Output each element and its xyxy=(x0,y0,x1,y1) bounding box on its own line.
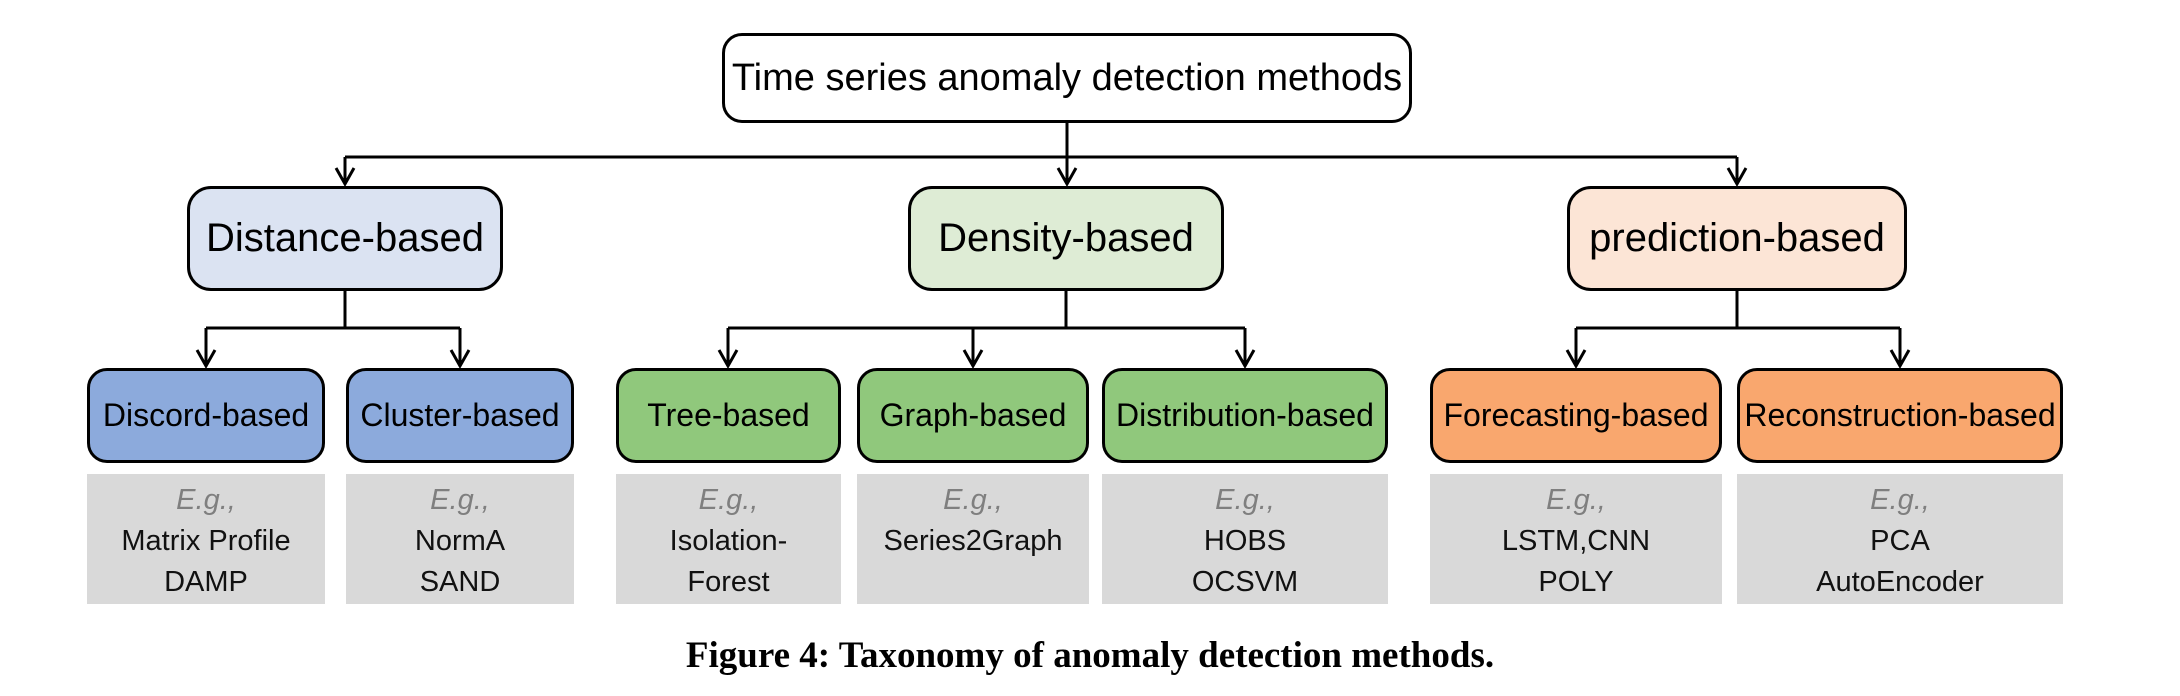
example-item: Matrix Profile xyxy=(121,525,291,557)
node-prediction-based: prediction-based xyxy=(1567,186,1907,291)
examples-reconstruction-based: E.g., PCA AutoEncoder xyxy=(1737,474,2063,604)
node-root: Time series anomaly detection methods xyxy=(722,33,1412,123)
arrowhead-icon xyxy=(1565,349,1587,370)
node-cluster-based: Cluster-based xyxy=(346,368,574,463)
node-label: Density-based xyxy=(938,216,1194,260)
node-label: Tree-based xyxy=(647,397,810,433)
node-forecasting-based: Forecasting-based xyxy=(1430,368,1722,463)
example-item: OCSVM xyxy=(1191,566,1299,598)
examples-distribution-based: E.g., HOBS OCSVM xyxy=(1102,474,1388,604)
arrowhead-icon xyxy=(962,349,984,370)
eg-label: E.g., xyxy=(430,484,490,516)
examples-discord-based: E.g., Matrix Profile DAMP xyxy=(87,474,325,604)
node-label: Reconstruction-based xyxy=(1744,397,2056,433)
example-item: Isolation- xyxy=(669,525,788,557)
node-distance-based: Distance-based xyxy=(187,186,503,291)
example-item: POLY xyxy=(1538,566,1614,598)
examples-graph-based: E.g., Series2Graph xyxy=(857,474,1089,604)
arrowhead-icon xyxy=(1056,167,1078,188)
node-root-label: Time series anomaly detection methods xyxy=(731,56,1403,99)
node-density-based: Density-based xyxy=(908,186,1224,291)
node-label: Distance-based xyxy=(206,216,484,260)
examples-forecasting-based: E.g., LSTM,CNN POLY xyxy=(1430,474,1722,604)
arrowhead-icon xyxy=(334,167,356,188)
eg-label: E.g., xyxy=(1546,484,1606,516)
node-label: Graph-based xyxy=(879,397,1067,433)
node-discord-based: Discord-based xyxy=(87,368,325,463)
example-item: HOBS xyxy=(1203,525,1287,557)
eg-label: E.g., xyxy=(1215,484,1275,516)
example-item: PCA xyxy=(1870,525,1930,557)
arrowhead-icon xyxy=(717,349,739,370)
examples-tree-based: E.g., Isolation- Forest xyxy=(616,474,841,604)
example-item: Forest xyxy=(687,566,770,598)
arrowhead-icon xyxy=(1889,349,1911,370)
example-item: DAMP xyxy=(164,566,248,598)
node-label: prediction-based xyxy=(1589,216,1885,260)
eg-label: E.g., xyxy=(1870,484,1930,516)
examples-cluster-based: E.g., NormA SAND xyxy=(346,474,574,604)
example-item: Series2Graph xyxy=(883,525,1063,557)
node-reconstruction-based: Reconstruction-based xyxy=(1737,368,2063,463)
example-item: LSTM,CNN xyxy=(1501,525,1651,557)
node-label: Distribution-based xyxy=(1116,397,1374,433)
example-item: NormA xyxy=(414,525,506,557)
eg-label: E.g., xyxy=(943,484,1003,516)
figure-caption: Figure 4: Taxonomy of anomaly detection … xyxy=(685,635,1495,676)
node-label: Discord-based xyxy=(102,397,310,433)
eg-label: E.g., xyxy=(176,484,236,516)
node-distribution-based: Distribution-based xyxy=(1102,368,1388,463)
eg-label: E.g., xyxy=(698,484,759,516)
arrowhead-icon xyxy=(1234,349,1256,370)
node-tree-based: Tree-based xyxy=(616,368,841,463)
arrowhead-icon xyxy=(195,349,217,370)
example-item: AutoEncoder xyxy=(1816,566,1984,598)
node-graph-based: Graph-based xyxy=(857,368,1089,463)
example-item: SAND xyxy=(419,566,501,598)
node-label: Cluster-based xyxy=(360,397,560,433)
arrowhead-icon xyxy=(1726,167,1748,188)
arrowhead-icon xyxy=(449,349,471,370)
node-label: Forecasting-based xyxy=(1443,397,1709,433)
